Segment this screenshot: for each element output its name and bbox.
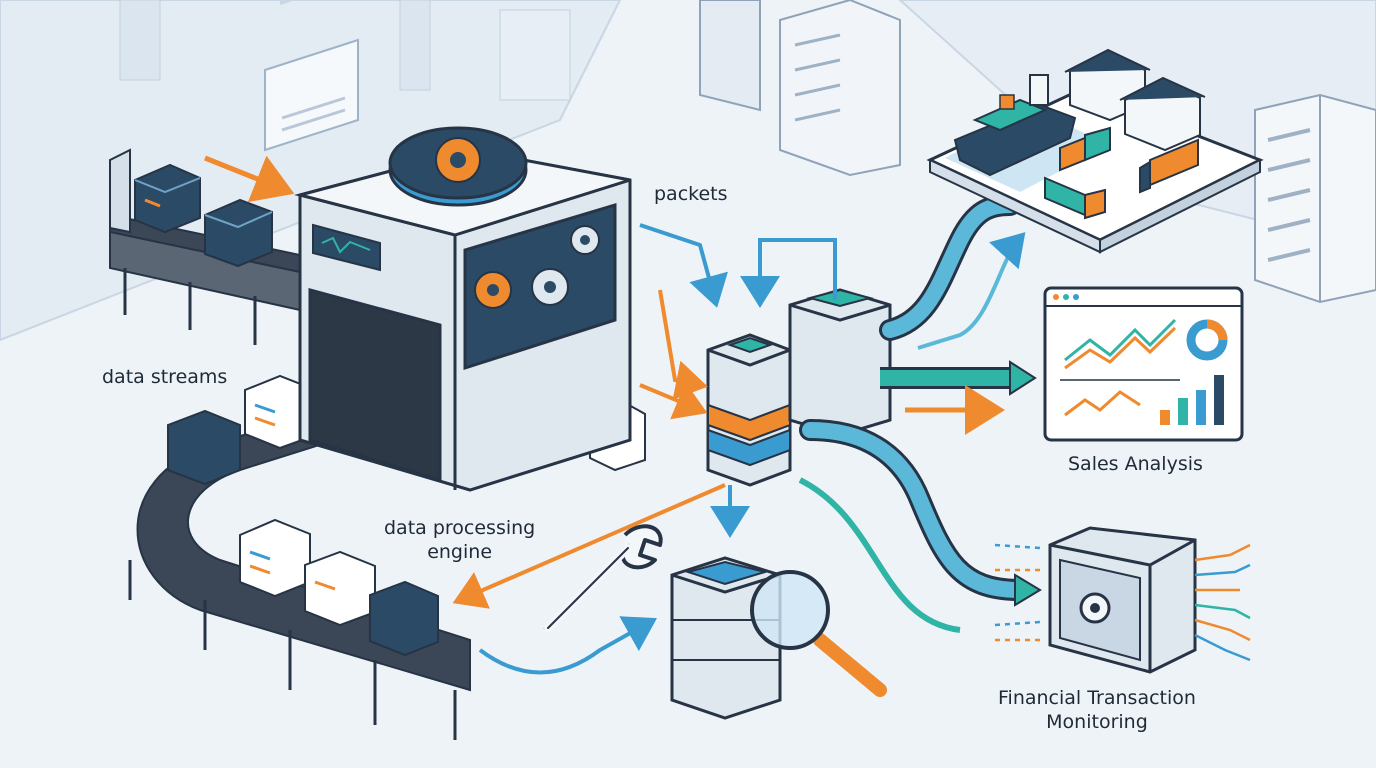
gear-icon	[570, 225, 600, 255]
server-rack-icon	[699, 0, 901, 177]
central-database	[706, 333, 792, 487]
data-cube	[239, 518, 311, 598]
ship-icon	[953, 74, 1077, 177]
pipe	[880, 360, 1037, 396]
sales-analysis-label: Sales Analysis	[1068, 453, 1203, 475]
pipe	[879, 194, 1021, 341]
wall-sign	[264, 0, 359, 152]
gear-icon	[531, 268, 569, 306]
data-cube	[167, 409, 241, 486]
safe-icon	[1048, 526, 1197, 674]
wrench-icon	[543, 524, 663, 632]
processing-engine-label-line1: data processing	[384, 517, 536, 539]
secondary-database	[788, 288, 892, 437]
packets-label: packets	[654, 183, 728, 205]
pipe	[799, 419, 1042, 607]
server-rack-icon	[1254, 93, 1376, 304]
truck-icon	[1059, 126, 1111, 172]
truck-icon	[1139, 138, 1199, 194]
sales-dashboard	[1043, 286, 1244, 442]
data-cube	[134, 163, 201, 234]
bar-chart-icon	[1160, 375, 1224, 425]
financial-monitoring-label-line1: Financial Transaction	[998, 687, 1196, 709]
financial-monitoring-label-line2: Monitoring	[1046, 711, 1148, 733]
warehouse-icon	[1064, 48, 1206, 152]
truck-icon	[1044, 176, 1106, 220]
data-cube	[204, 198, 273, 268]
processing-engine-label: data processing engine	[384, 516, 535, 564]
magnifier-icon	[750, 570, 887, 697]
data-lines	[994, 543, 1251, 662]
data-cube	[369, 580, 439, 657]
financial-monitoring-label: Financial Transaction Monitoring	[998, 686, 1196, 734]
line-chart-icon	[1060, 318, 1180, 417]
donut-chart-icon	[1186, 319, 1228, 361]
processing-engine-label-line2: engine	[427, 541, 493, 563]
gear-icon	[474, 271, 512, 309]
gear-icon	[388, 126, 528, 207]
data-streams-label: data streams	[102, 366, 228, 388]
data-cube	[244, 374, 317, 450]
data-cube	[304, 550, 376, 627]
processing-machine	[294, 148, 632, 492]
